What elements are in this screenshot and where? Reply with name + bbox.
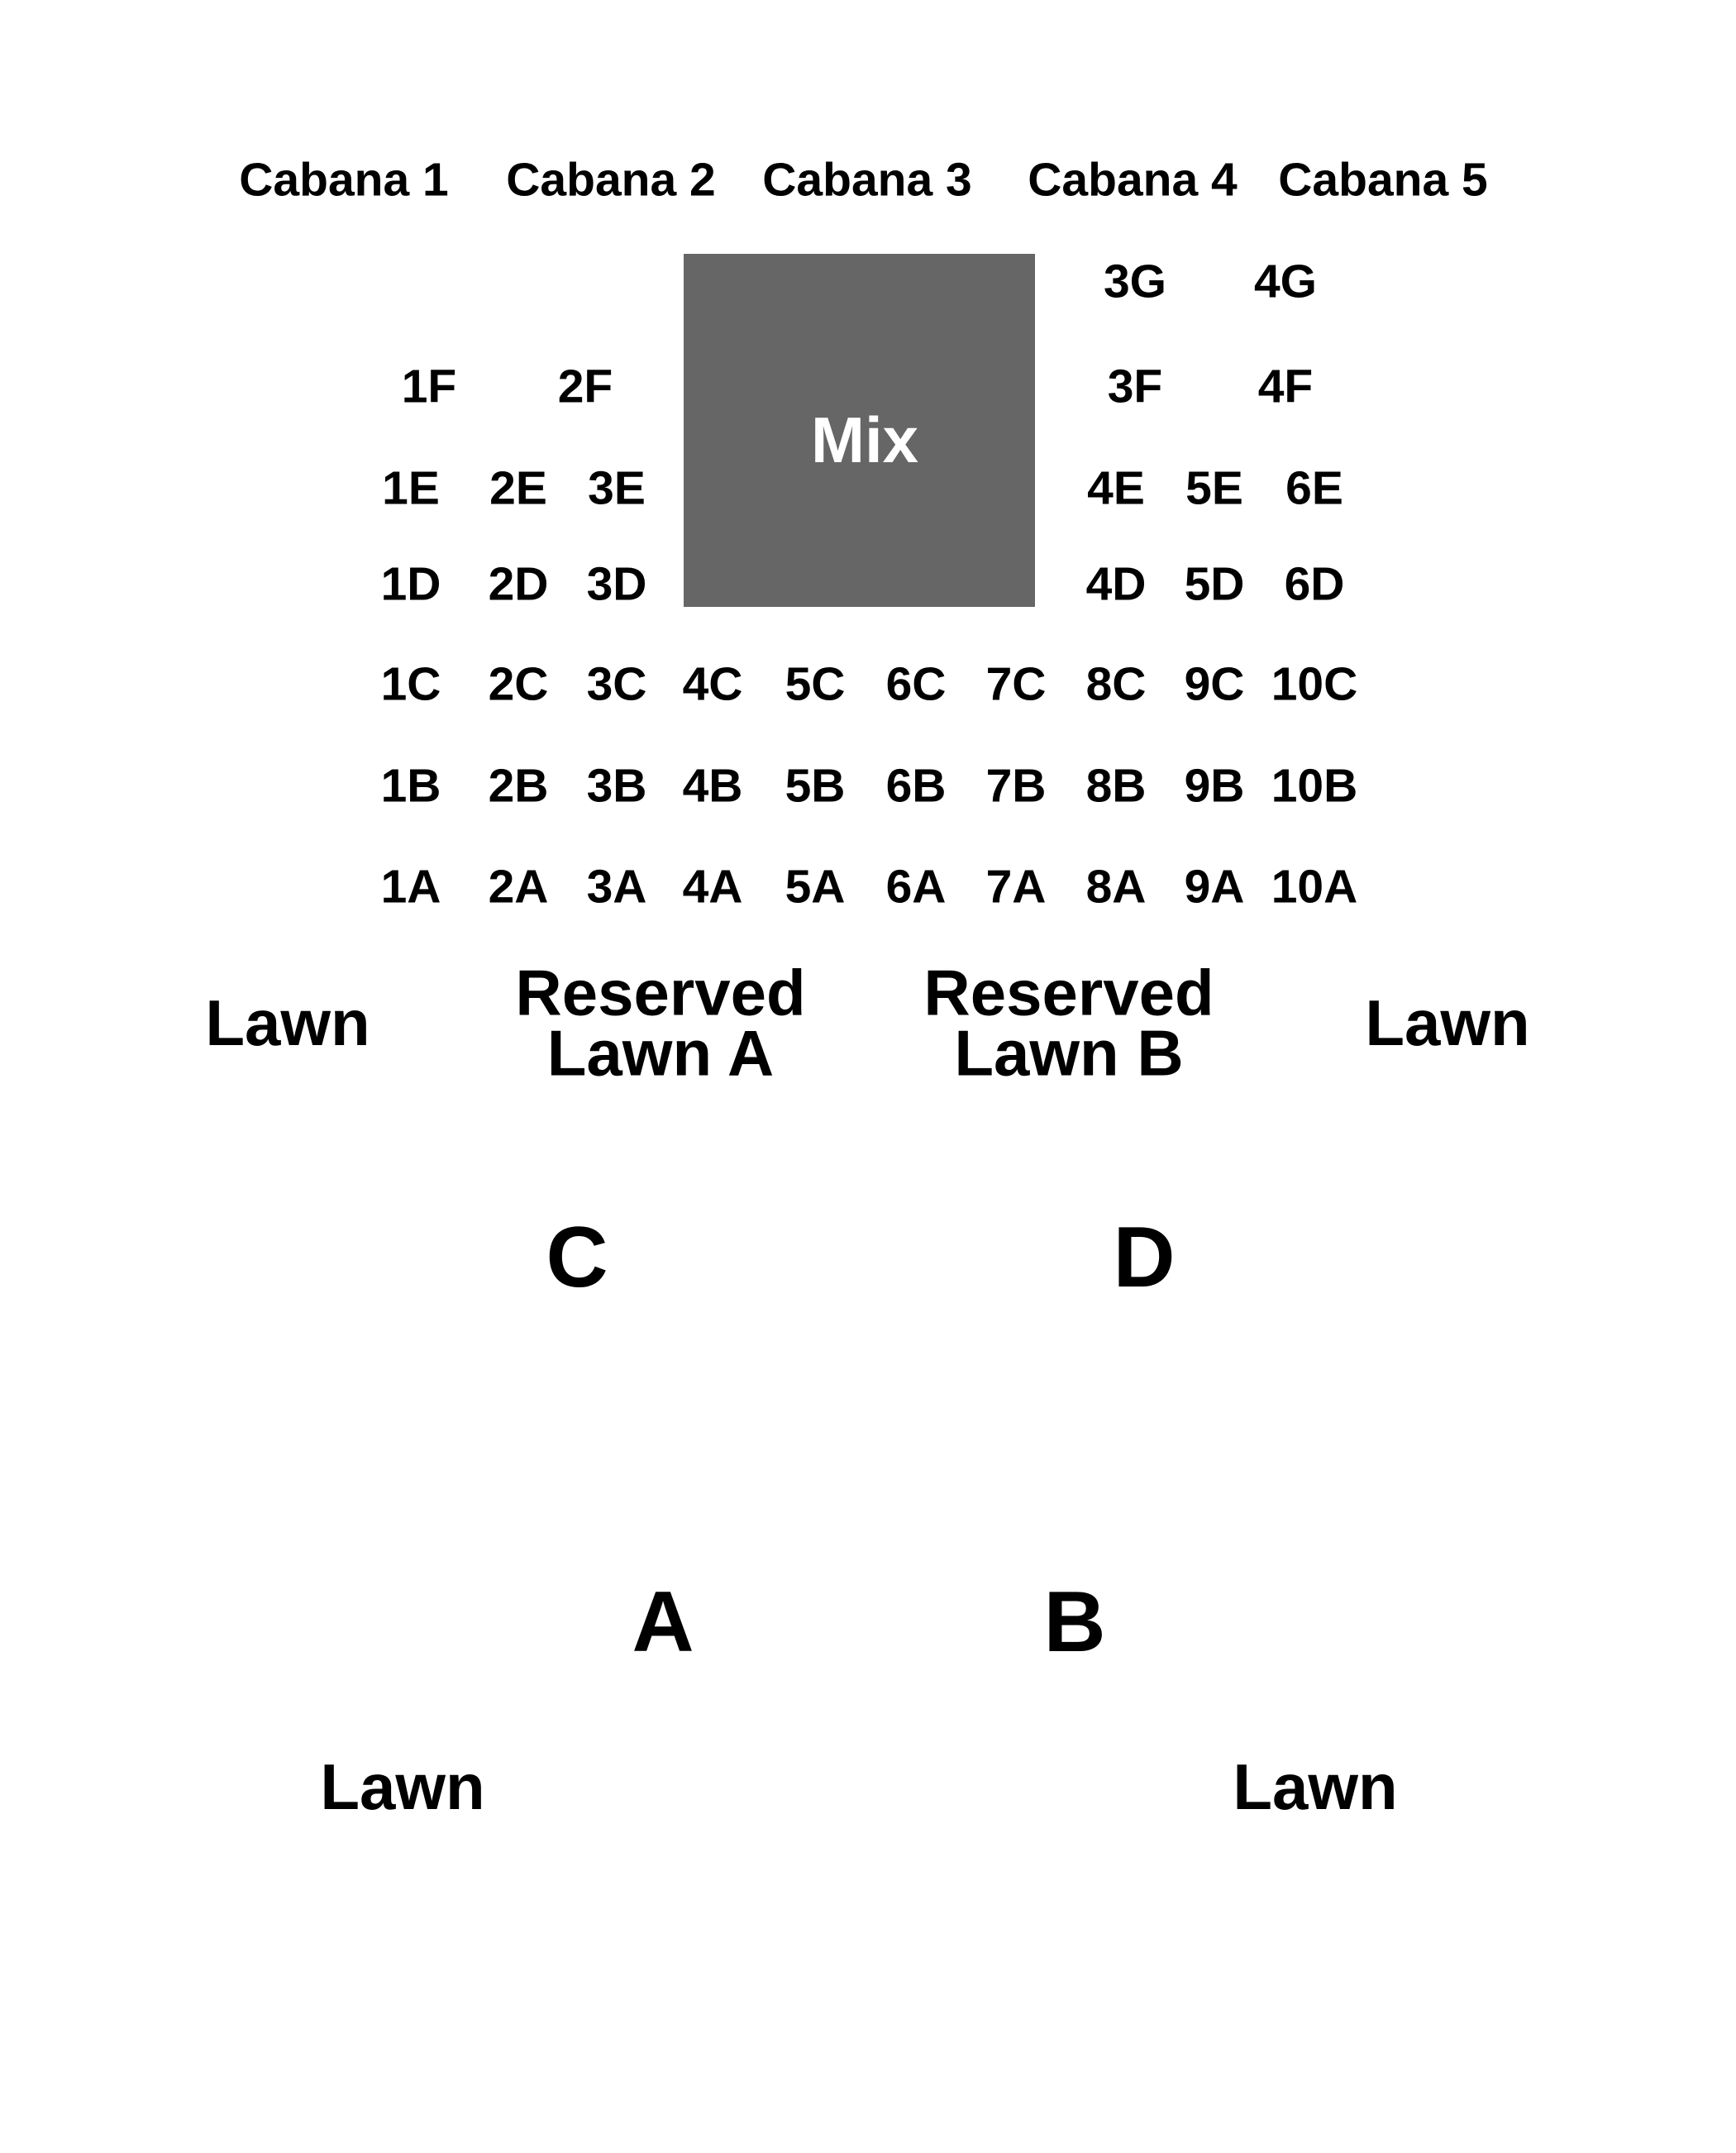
seat-5a[interactable]: 5A xyxy=(785,860,846,914)
seat-4f[interactable]: 4F xyxy=(1257,360,1314,413)
seat-3c[interactable]: 3C xyxy=(586,657,647,711)
mix-area xyxy=(684,254,1035,607)
cabana-3[interactable]: Cabana 3 xyxy=(762,153,972,207)
seat-5c[interactable]: 5C xyxy=(785,657,846,711)
seat-2b[interactable]: 2B xyxy=(488,759,549,813)
section-d[interactable]: D xyxy=(1113,1210,1176,1306)
seat-4d[interactable]: 4D xyxy=(1085,557,1147,611)
reserved-lawn-a[interactable]: Reserved Lawn A xyxy=(515,956,806,1089)
cabana-4[interactable]: Cabana 4 xyxy=(1028,153,1238,207)
seat-2f[interactable]: 2F xyxy=(557,360,613,413)
seat-6c[interactable]: 6C xyxy=(885,657,947,711)
cabana-2[interactable]: Cabana 2 xyxy=(506,153,716,207)
seat-2a[interactable]: 2A xyxy=(488,860,549,914)
seat-9c[interactable]: 9C xyxy=(1184,657,1245,711)
lawn-bottom-left[interactable]: Lawn xyxy=(320,1750,485,1823)
seat-3f[interactable]: 3F xyxy=(1107,360,1163,413)
seat-3a[interactable]: 3A xyxy=(586,860,647,914)
seat-6b[interactable]: 6B xyxy=(885,759,947,813)
seat-9a[interactable]: 9A xyxy=(1184,860,1245,914)
seat-1a[interactable]: 1A xyxy=(380,860,441,914)
seat-8b[interactable]: 8B xyxy=(1085,759,1147,813)
seat-4c[interactable]: 4C xyxy=(682,657,743,711)
seat-1f[interactable]: 1F xyxy=(401,360,457,413)
seat-6d[interactable]: 6D xyxy=(1284,557,1345,611)
cabana-1[interactable]: Cabana 1 xyxy=(239,153,449,207)
seat-6a[interactable]: 6A xyxy=(885,860,947,914)
section-b[interactable]: B xyxy=(1043,1574,1106,1670)
seat-10b[interactable]: 10B xyxy=(1271,759,1358,813)
seat-4b[interactable]: 4B xyxy=(682,759,743,813)
cabana-5[interactable]: Cabana 5 xyxy=(1278,153,1488,207)
seat-8a[interactable]: 8A xyxy=(1085,860,1147,914)
seat-10a[interactable]: 10A xyxy=(1271,860,1358,914)
seat-2d[interactable]: 2D xyxy=(488,557,549,611)
seat-6e[interactable]: 6E xyxy=(1285,461,1343,515)
mix-label: Mix xyxy=(810,403,919,476)
section-a[interactable]: A xyxy=(632,1574,694,1670)
seat-4g[interactable]: 4G xyxy=(1253,255,1318,308)
lawn-bottom-right[interactable]: Lawn xyxy=(1233,1750,1398,1823)
seat-7a[interactable]: 7A xyxy=(985,860,1047,914)
seat-5e[interactable]: 5E xyxy=(1185,461,1243,515)
seat-8c[interactable]: 8C xyxy=(1085,657,1147,711)
reserved-lawn-b[interactable]: Reserved Lawn B xyxy=(923,956,1214,1089)
seat-9b[interactable]: 9B xyxy=(1184,759,1245,813)
seat-3b[interactable]: 3B xyxy=(586,759,647,813)
lawn-left[interactable]: Lawn xyxy=(205,986,370,1059)
seat-1b[interactable]: 1B xyxy=(380,759,441,813)
seat-2e[interactable]: 2E xyxy=(489,461,547,515)
seat-4a[interactable]: 4A xyxy=(682,860,743,914)
lawn-right[interactable]: Lawn xyxy=(1365,986,1530,1059)
seat-3d[interactable]: 3D xyxy=(586,557,647,611)
seat-7c[interactable]: 7C xyxy=(985,657,1047,711)
seat-4e[interactable]: 4E xyxy=(1087,461,1145,515)
seat-3g[interactable]: 3G xyxy=(1103,255,1167,308)
seat-1e[interactable]: 1E xyxy=(382,461,440,515)
seat-2c[interactable]: 2C xyxy=(488,657,549,711)
seat-5b[interactable]: 5B xyxy=(785,759,846,813)
seat-1c[interactable]: 1C xyxy=(380,657,441,711)
seat-3e[interactable]: 3E xyxy=(588,461,646,515)
seat-5d[interactable]: 5D xyxy=(1184,557,1245,611)
seat-7b[interactable]: 7B xyxy=(985,759,1047,813)
seat-10c[interactable]: 10C xyxy=(1271,657,1358,711)
section-c[interactable]: C xyxy=(546,1210,608,1306)
seat-1d[interactable]: 1D xyxy=(380,557,441,611)
